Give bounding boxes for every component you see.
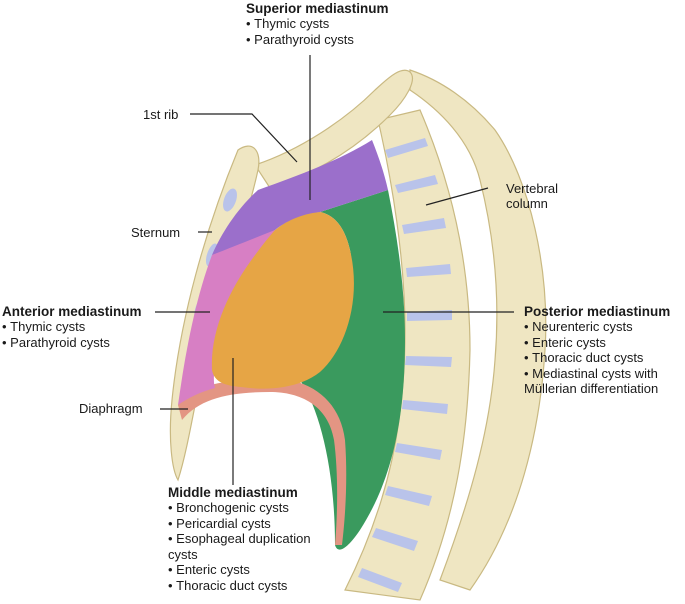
posterior-mediastinum-region <box>300 190 405 550</box>
anterior-item: Thymic cysts <box>2 319 142 335</box>
intervertebral-discs <box>358 138 452 592</box>
vertebral-column <box>344 69 547 601</box>
vertebra-bodies <box>344 109 471 601</box>
superior-mediastinum-title: Superior mediastinum <box>246 1 389 16</box>
superior-mediastinum-region <box>212 140 388 255</box>
spinous-processes <box>409 69 547 591</box>
anterior-mediastinum-label: Anterior mediastinum Thymic cysts Parath… <box>2 304 142 350</box>
anterior-item: Parathyroid cysts <box>2 335 142 351</box>
middle-item: Enteric cysts <box>168 562 340 578</box>
posterior-item: Enteric cysts <box>524 335 682 351</box>
diaphragm-label: Diaphragm <box>79 401 143 416</box>
middle-item: Esophageal duplication cysts <box>168 531 340 562</box>
posterior-mediastinum-label: Posterior mediastinum Neurenteric cysts … <box>524 304 682 397</box>
middle-item: Pericardial cysts <box>168 516 340 532</box>
posterior-mediastinum-title: Posterior mediastinum <box>524 304 671 319</box>
anterior-mediastinum-title: Anterior mediastinum <box>2 304 142 319</box>
middle-mediastinum-region <box>211 212 354 389</box>
vertebral-column-label: Vertebral column <box>506 181 559 211</box>
sternum-label: Sternum <box>131 225 181 240</box>
middle-mediastinum-label: Middle mediastinum Bronchogenic cysts Pe… <box>168 485 340 594</box>
superior-item: Parathyroid cysts <box>246 32 389 48</box>
leader-lines <box>155 55 514 485</box>
first-rib-label: 1st rib <box>143 107 179 122</box>
posterior-item: Mediastinal cysts with Müllerian differe… <box>524 366 682 397</box>
middle-item: Thoracic duct cysts <box>168 578 340 594</box>
middle-item: Bronchogenic cysts <box>168 500 340 516</box>
superior-item: Thymic cysts <box>246 16 389 32</box>
superior-mediastinum-label: Superior mediastinum Thymic cysts Parath… <box>246 1 389 47</box>
posterior-item: Thoracic duct cysts <box>524 350 682 366</box>
posterior-item: Neurenteric cysts <box>524 319 682 335</box>
middle-mediastinum-title: Middle mediastinum <box>168 485 298 500</box>
